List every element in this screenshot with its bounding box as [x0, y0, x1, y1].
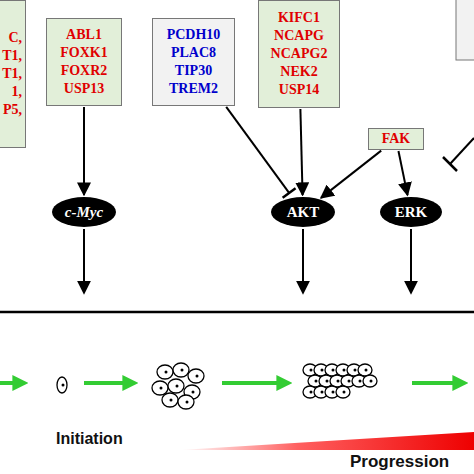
stage-label: Progression: [350, 452, 449, 472]
node-text: PCDH10 PLAC8 TIP30 TREM2: [167, 26, 221, 98]
tumor-cells: [57, 363, 377, 409]
gene-box: C, T1, T1, 1, P5,: [0, 0, 26, 148]
node-text: FAK: [382, 130, 411, 148]
suppressor-box: PCDH10 PLAC8 TIP30 TREM2: [152, 18, 235, 106]
gene-box: ABL1 FOXK1 FOXR2 USP13: [46, 18, 122, 106]
cropped-box: [456, 0, 474, 60]
node-text: AKT: [287, 203, 320, 221]
node-text: ERK: [395, 203, 428, 221]
gene-box: KIFC1 NCAPG NCAPG2 NEK2 USP14: [258, 0, 340, 108]
pathway-oval: ERK: [380, 197, 442, 227]
activation-arrow: [300, 109, 302, 195]
pathway-oval: AKT: [271, 197, 335, 227]
node-text: C, T1, T1, 1, P5,: [2, 29, 22, 119]
effect-arrow: [302, 229, 304, 292]
effect-arrow: [410, 229, 412, 292]
node-text: ABL1 FOXK1 FOXR2 USP13: [60, 26, 107, 98]
progression-wedge: [180, 432, 474, 450]
effect-arrow: [83, 229, 85, 292]
activation-arrow: [398, 151, 407, 195]
node-text: KIFC1 NCAPG NCAPG2 NEK2 USP14: [271, 9, 328, 99]
activation-arrow: [321, 151, 381, 198]
gene-box: FAK: [368, 128, 424, 150]
activation-arrow: [84, 107, 85, 195]
stage-label: Initiation: [56, 430, 123, 448]
inhibition-line: [450, 138, 474, 164]
pathway-oval: c-Myc: [52, 197, 116, 227]
inhibition-arrow: [226, 107, 295, 198]
baseline: [0, 311, 474, 314]
inhibition-bar: [443, 157, 457, 171]
stage-arrows: [0, 381, 462, 385]
node-text: c-Myc: [65, 203, 103, 221]
